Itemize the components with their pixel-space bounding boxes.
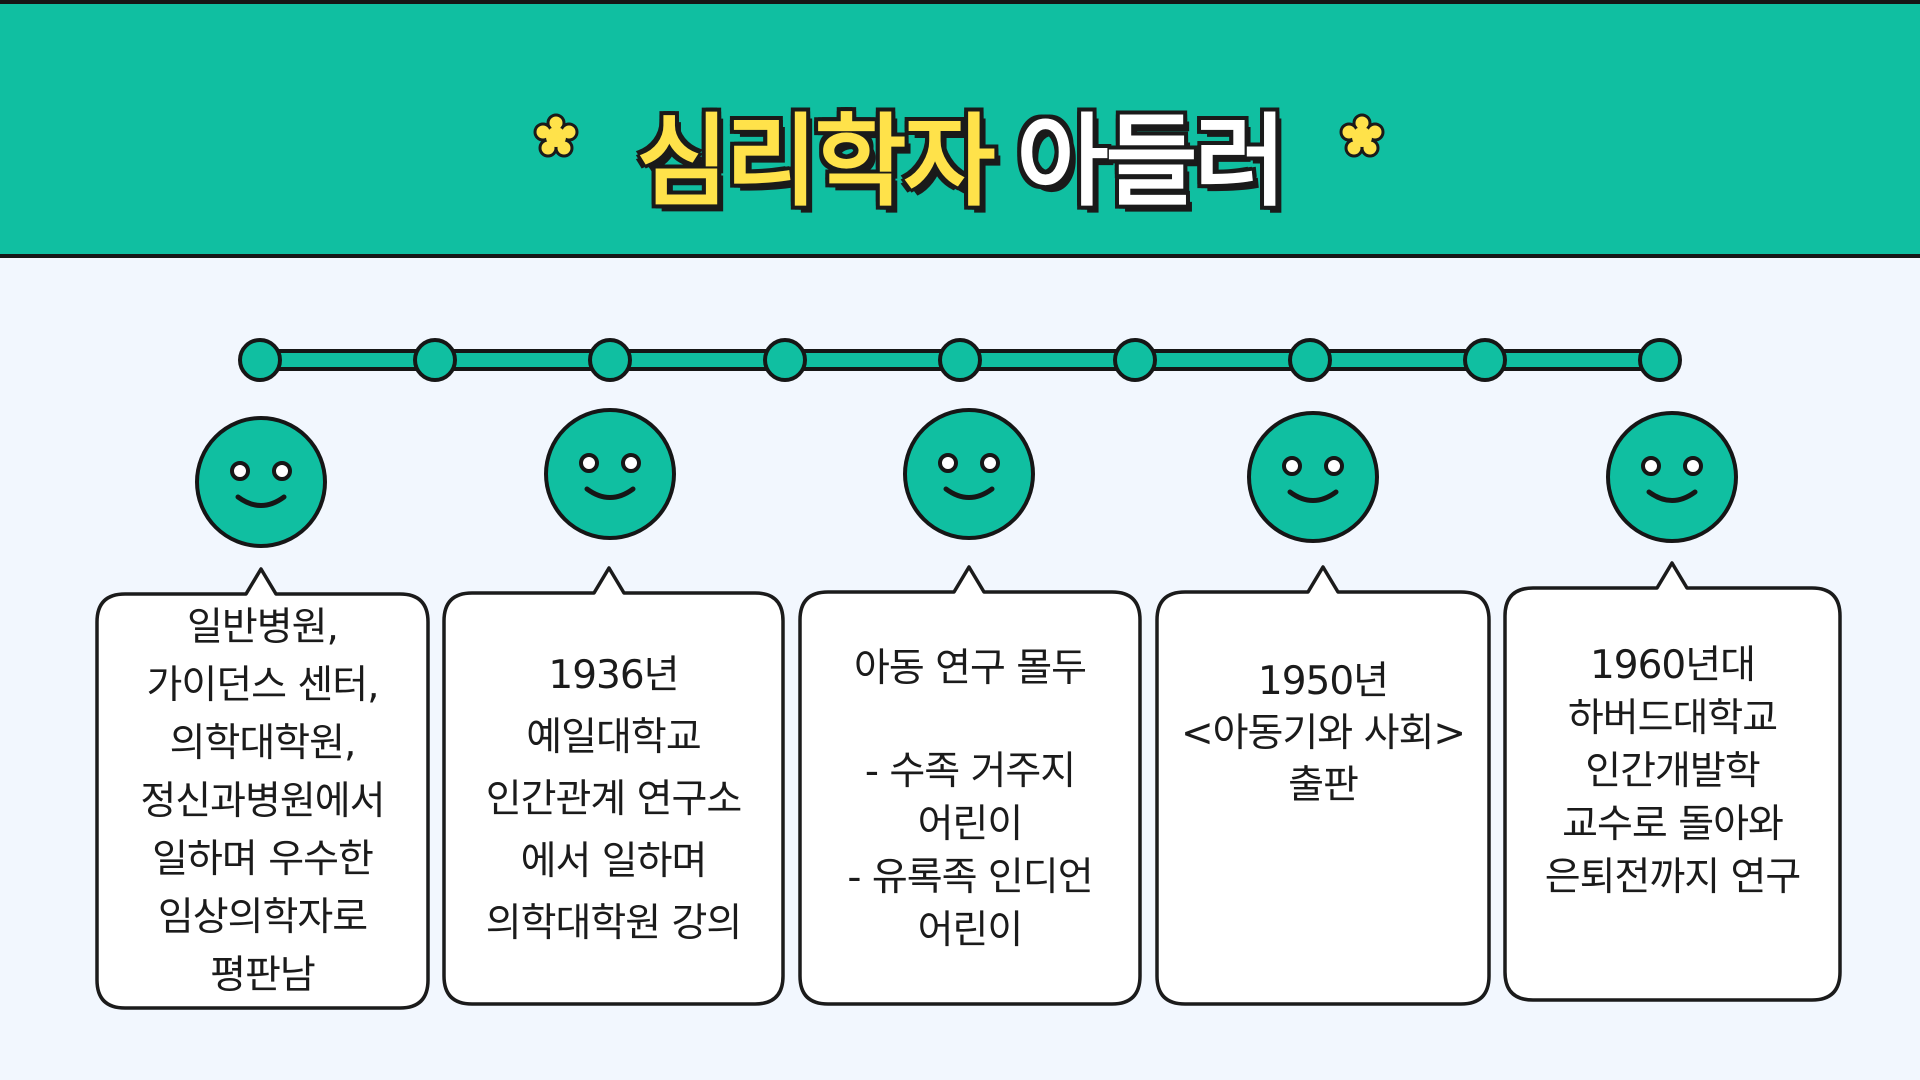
timeline-dot — [1113, 338, 1157, 382]
entry-line: - 유록족 인디언 — [847, 854, 1093, 900]
entry-line: 일하며 우수한 — [152, 837, 374, 882]
timeline-dot — [1638, 338, 1682, 382]
timeline-dot — [1463, 338, 1507, 382]
entry-line: 일반병원, — [187, 605, 339, 650]
speech-bubble-shape — [95, 567, 430, 1010]
entry-line: 하버드대학교 — [1567, 696, 1778, 741]
entry-line: 의학대학원 강의 — [485, 900, 743, 946]
entry-line: 평판남 — [210, 953, 316, 998]
smiley-face-icon — [544, 408, 676, 540]
entry-line: <아동기와 사회> — [1180, 711, 1466, 756]
title-person-part: 아들러 — [1016, 103, 1287, 220]
timeline-dot — [763, 338, 807, 382]
smiley-face-icon — [1606, 411, 1738, 543]
star-flower-icon — [1339, 113, 1385, 158]
star-flower-icon — [533, 113, 579, 158]
entry-line: 교수로 돌아와 — [1562, 802, 1784, 847]
timeline-entry-5: 1960년대 하버드대학교 인간개발학 교수로 돌아와 은퇴전까지 연구 — [1503, 561, 1842, 1002]
entry-text: 일반병원, 가이던스 센터, 의학대학원, 정신과병원에서 일하며 우수한 임상… — [95, 594, 430, 1010]
entry-line: 임상의학자로 — [157, 895, 368, 940]
entry-line: 어린이 — [917, 907, 1024, 953]
entry-text: 1960년대 하버드대학교 인간개발학 교수로 돌아와 은퇴전까지 연구 — [1503, 588, 1842, 904]
smiley-face-icon — [903, 408, 1035, 540]
entry-text: 1936년 예일대학교 인간관계 연구소 에서 일하며 의학대학원 강의 — [442, 593, 785, 1006]
entry-text: 1950년 <아동기와 사회> 출판 — [1155, 592, 1491, 812]
timeline-entry-4: 1950년 <아동기와 사회> 출판 — [1155, 565, 1491, 1006]
entry-line: 정신과병원에서 — [140, 779, 385, 824]
entry-line: 아동 연구 몰두 — [853, 645, 1087, 691]
timeline-dot — [413, 338, 457, 382]
speech-bubble-shape — [442, 566, 785, 1006]
entry-line: 인간개발학 — [1585, 749, 1760, 794]
speech-bubble-shape — [1155, 565, 1491, 1006]
speech-bubble-shape — [798, 565, 1142, 1006]
entry-text: 아동 연구 몰두 - 수족 거주지 어린이 - 유록족 인디언 어린이 — [798, 592, 1142, 1006]
entry-line: 1936년 — [548, 652, 679, 698]
entry-line: 출판 — [1288, 763, 1359, 808]
timeline-dot — [238, 338, 282, 382]
entry-line: 1960년대 — [1589, 643, 1756, 688]
entry-line: 인간관계 연구소 — [485, 776, 743, 822]
timeline-entry-2: 1936년 예일대학교 인간관계 연구소 에서 일하며 의학대학원 강의 — [442, 566, 785, 1006]
entry-line: 어린이 — [917, 801, 1024, 847]
entry-line: 가이던스 센터, — [146, 663, 379, 708]
smiley-face-icon — [1247, 411, 1379, 543]
timeline-entry-3: 아동 연구 몰두 - 수족 거주지 어린이 - 유록족 인디언 어린이 — [798, 565, 1142, 1006]
timeline-entry-1: 일반병원, 가이던스 센터, 의학대학원, 정신과병원에서 일하며 우수한 임상… — [95, 567, 430, 1010]
entry-line: 은퇴전까지 연구 — [1544, 855, 1802, 900]
header-banner — [0, 0, 1920, 258]
entry-line: 의학대학원, — [169, 721, 357, 766]
entry-line: 예일대학교 — [526, 714, 701, 760]
timeline-dot — [1288, 338, 1332, 382]
title-name-part: 심리학자 — [636, 103, 996, 220]
timeline-dot — [938, 338, 982, 382]
entry-line: - 수족 거주지 — [864, 748, 1076, 794]
entry-line: 에서 일하며 — [520, 838, 708, 884]
page-title: 심리학자 아들러 — [0, 80, 1920, 225]
speech-bubble-shape — [1503, 561, 1842, 1002]
timeline-dot — [588, 338, 632, 382]
smiley-face-icon — [195, 416, 327, 548]
entry-line: 1950년 — [1257, 659, 1389, 704]
